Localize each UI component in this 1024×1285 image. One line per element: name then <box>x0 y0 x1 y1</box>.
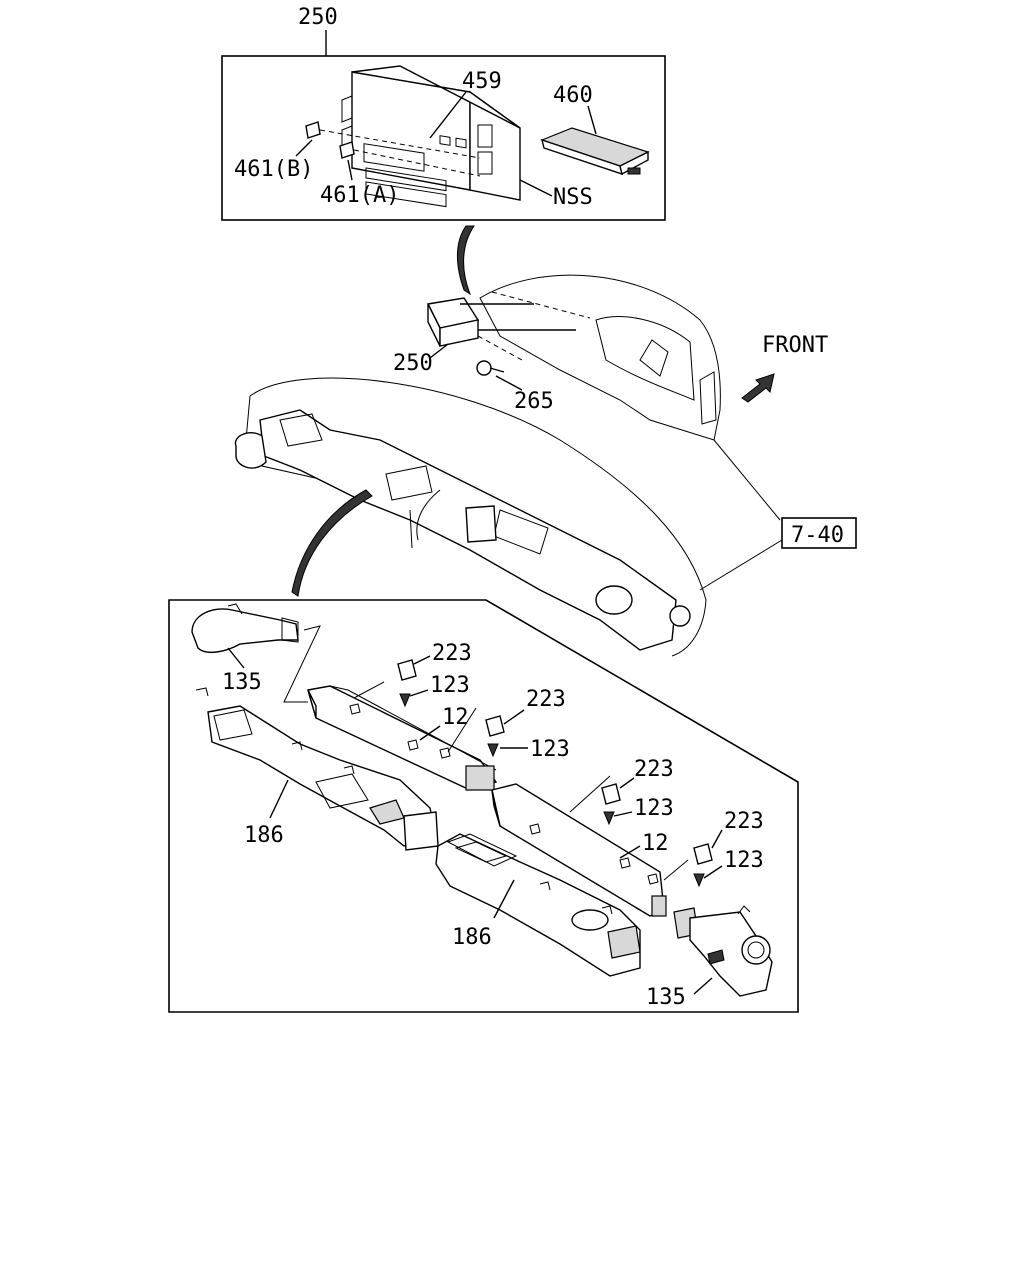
leader-459 <box>429 91 467 139</box>
leader-461b <box>295 139 313 157</box>
callout-186-right: 186 <box>452 925 492 950</box>
pointer-arrow-top <box>456 225 475 296</box>
callout-186-left: 186 <box>244 823 284 848</box>
callout-459: 459 <box>462 69 502 94</box>
leader-135-right <box>693 977 713 995</box>
leader-250-install <box>429 343 449 359</box>
callout-460: 460 <box>553 83 593 108</box>
leader-186-left <box>269 779 289 819</box>
callout-223b: 223 <box>526 687 566 712</box>
screw-123-b <box>487 743 499 758</box>
screw-123-a <box>399 693 411 708</box>
control-unit-inset: 250 459 460 <box>221 5 666 221</box>
callout-135-right: 135 <box>646 985 686 1010</box>
instrument-panel-outline <box>479 274 721 441</box>
callout-250-install: 250 <box>393 351 433 376</box>
knob-461a <box>339 141 355 159</box>
duct-186-right <box>435 833 641 977</box>
callout-nss: NSS <box>553 185 593 210</box>
dashboard-installation: 250 265 FRONT 7-40 <box>234 274 857 657</box>
duct-12-lower <box>491 783 667 917</box>
callout-461a: 461(A) <box>320 183 399 208</box>
control-unit-459 <box>341 65 521 208</box>
screw-123-d <box>693 873 705 888</box>
leader-265 <box>495 375 523 391</box>
front-arrow-icon <box>741 373 775 403</box>
leader-12a <box>419 725 441 741</box>
leader-461a-dash <box>353 149 481 177</box>
callout-250-top: 250 <box>298 5 338 30</box>
duct-assembly-installed <box>234 409 691 651</box>
duct-135-right <box>673 905 773 997</box>
dashboard-outline <box>249 377 707 657</box>
ref-7-40: 7-40 <box>791 523 844 548</box>
leader-12b <box>619 845 641 859</box>
leader-461a <box>347 159 353 181</box>
control-panel-460 <box>540 127 650 176</box>
leader-460 <box>587 105 597 135</box>
clip-223-b <box>485 715 505 737</box>
control-unit-installed <box>426 297 480 347</box>
screw-265 <box>476 360 505 376</box>
callout-223a: 223 <box>432 641 472 666</box>
duct-breakdown-inset: 135 12 223 123 223 <box>168 599 799 1013</box>
callout-123c: 123 <box>634 796 674 821</box>
leader-461b-dash <box>319 129 481 159</box>
callout-223d: 223 <box>724 809 764 834</box>
callout-123a: 123 <box>430 673 470 698</box>
pointer-arrow-bottom <box>291 489 373 597</box>
ref-7-40-box <box>781 517 857 549</box>
leader-186-right <box>493 879 515 919</box>
inset-frame-top <box>221 55 666 221</box>
leader-135-left <box>227 647 245 669</box>
clip-223-c <box>601 783 621 805</box>
leader-nss <box>519 179 553 197</box>
screw-123-c <box>603 811 615 826</box>
front-label: FRONT <box>762 333 828 358</box>
callout-265: 265 <box>514 389 554 414</box>
clip-223-d <box>693 843 713 865</box>
callout-223c: 223 <box>634 757 674 782</box>
duct-135-left <box>191 603 299 654</box>
inset-frame-bottom <box>168 599 799 1013</box>
callout-123d: 123 <box>724 848 764 873</box>
knob-461b <box>305 121 321 139</box>
callout-135-left: 135 <box>222 670 262 695</box>
clip-223-a <box>397 659 417 681</box>
callout-123b: 123 <box>530 737 570 762</box>
callout-12b: 12 <box>642 831 669 856</box>
duct-12-upper <box>307 685 498 791</box>
duct-186-left <box>195 687 439 851</box>
callout-461b: 461(B) <box>234 157 313 182</box>
